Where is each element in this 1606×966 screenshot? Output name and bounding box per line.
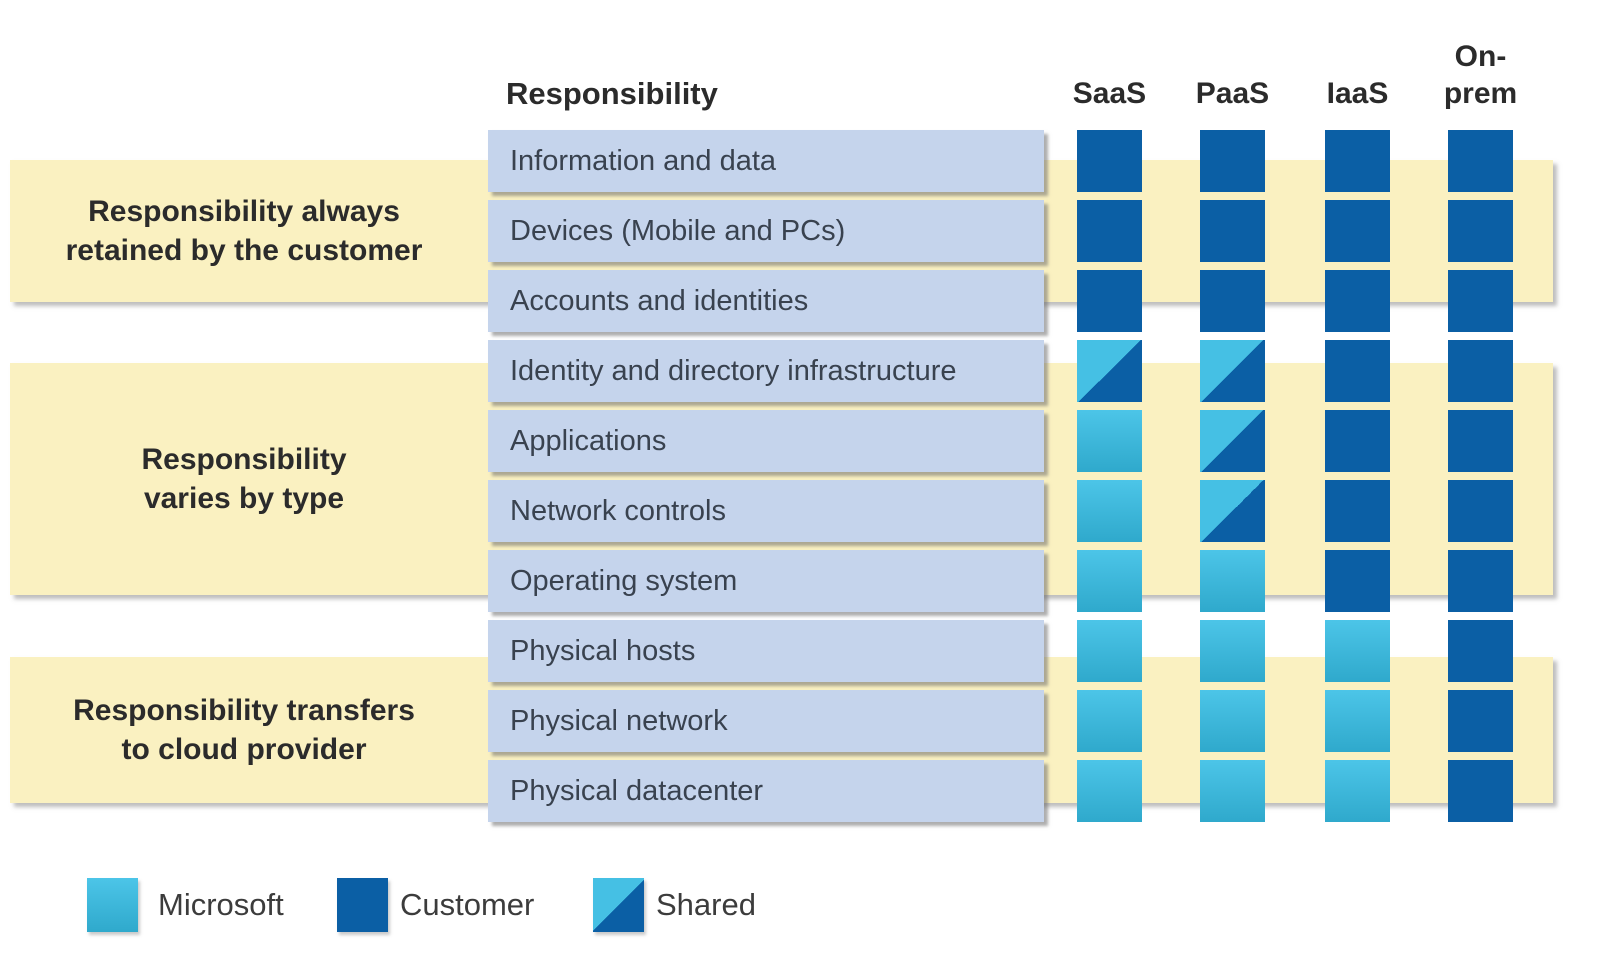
cell-network-controls-paas [1200, 480, 1265, 542]
cell-information-and-data-paas [1200, 130, 1265, 192]
cell-physical-hosts-iaas [1325, 620, 1390, 682]
cell-identity-infrastructure-iaas [1325, 340, 1390, 402]
cell-operating-system-onprem [1448, 550, 1513, 612]
group-label-line: Responsibility [141, 443, 347, 476]
cell-information-and-data-saas [1077, 130, 1142, 192]
cell-accounts-iaas [1325, 270, 1390, 332]
row-label-physical-network: Physical network [488, 690, 1044, 752]
cell-devices-iaas [1325, 200, 1390, 262]
cell-physical-datacenter-saas [1077, 760, 1142, 822]
cell-network-controls-saas [1077, 480, 1142, 542]
cell-physical-hosts-saas [1077, 620, 1142, 682]
responsibility-column-header: Responsibility [506, 76, 718, 111]
column-header-label: IaaS [1326, 77, 1389, 110]
column-header-iaas: IaaS [1296, 36, 1419, 112]
cell-operating-system-iaas [1325, 550, 1390, 612]
group-label-line: retained by the customer [65, 234, 423, 267]
group-label-line: to cloud provider [121, 733, 367, 766]
row-label-information-and-data: Information and data [488, 130, 1044, 192]
cell-accounts-saas [1077, 270, 1142, 332]
group-label-retained-by-customer: Responsibility always retained by the cu… [10, 160, 478, 302]
column-header-label: PaaS [1195, 77, 1270, 110]
column-header-label: prem [1443, 77, 1518, 110]
cell-applications-saas [1077, 410, 1142, 472]
cell-operating-system-paas [1200, 550, 1265, 612]
cell-physical-hosts-paas [1200, 620, 1265, 682]
cell-physical-hosts-onprem [1448, 620, 1513, 682]
legend-swatch-shared [593, 878, 644, 932]
legend-label-shared: Shared [656, 887, 756, 922]
cell-physical-datacenter-paas [1200, 760, 1265, 822]
cell-devices-saas [1077, 200, 1142, 262]
cell-accounts-onprem [1448, 270, 1513, 332]
cell-accounts-paas [1200, 270, 1265, 332]
row-label-physical-datacenter: Physical datacenter [488, 760, 1044, 822]
group-label-varies-by-type: Responsibility varies by type [10, 363, 478, 595]
row-label-operating-system: Operating system [488, 550, 1044, 612]
cell-physical-datacenter-iaas [1325, 760, 1390, 822]
row-label-network-controls: Network controls [488, 480, 1044, 542]
column-header-onprem: On- prem [1419, 36, 1542, 112]
cell-physical-network-iaas [1325, 690, 1390, 752]
row-label-physical-hosts: Physical hosts [488, 620, 1044, 682]
legend-label-microsoft: Microsoft [158, 887, 284, 922]
row-label-devices: Devices (Mobile and PCs) [488, 200, 1044, 262]
group-label-transfers-to-provider: Responsibility transfers to cloud provid… [10, 657, 478, 803]
column-header-saas: SaaS [1048, 36, 1171, 112]
cell-network-controls-iaas [1325, 480, 1390, 542]
row-label-identity-directory-infrastructure: Identity and directory infrastructure [488, 340, 1044, 402]
cell-applications-iaas [1325, 410, 1390, 472]
cell-applications-onprem [1448, 410, 1513, 472]
group-label-line: varies by type [143, 482, 345, 515]
legend-label-customer: Customer [400, 887, 535, 922]
cell-applications-paas [1200, 410, 1265, 472]
column-header-paas: PaaS [1171, 36, 1294, 112]
cell-identity-infrastructure-paas [1200, 340, 1265, 402]
cell-physical-datacenter-onprem [1448, 760, 1513, 822]
cell-physical-network-onprem [1448, 690, 1513, 752]
row-label-applications: Applications [488, 410, 1044, 472]
legend-swatch-customer [337, 878, 388, 932]
group-label-line: Responsibility transfers [73, 694, 415, 727]
cell-operating-system-saas [1077, 550, 1142, 612]
cell-information-and-data-onprem [1448, 130, 1513, 192]
cell-identity-infrastructure-saas [1077, 340, 1142, 402]
legend-swatch-microsoft [87, 878, 138, 932]
cell-network-controls-onprem [1448, 480, 1513, 542]
column-header-label: On- [1454, 40, 1507, 73]
cell-identity-infrastructure-onprem [1448, 340, 1513, 402]
row-label-accounts-and-identities: Accounts and identities [488, 270, 1044, 332]
cell-physical-network-paas [1200, 690, 1265, 752]
cell-information-and-data-iaas [1325, 130, 1390, 192]
group-label-line: Responsibility always [88, 195, 400, 228]
cell-devices-paas [1200, 200, 1265, 262]
cell-devices-onprem [1448, 200, 1513, 262]
column-header-label: SaaS [1072, 77, 1147, 110]
cell-physical-network-saas [1077, 690, 1142, 752]
